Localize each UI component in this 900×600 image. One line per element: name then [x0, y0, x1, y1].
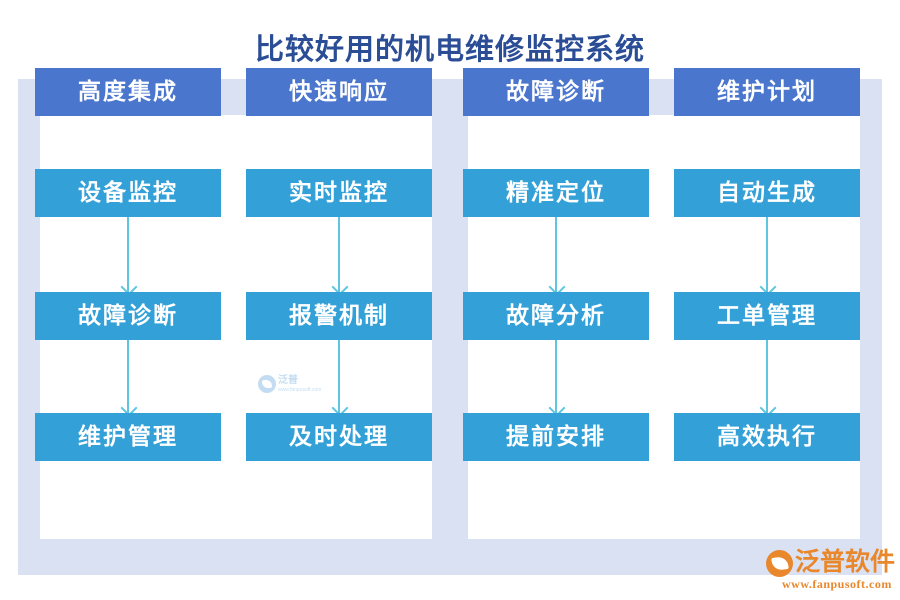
column-1-arrow-2: [120, 340, 138, 417]
column-4-step-1[interactable]: 自动生成: [674, 169, 860, 217]
column-4-arrow-1: [759, 217, 777, 296]
column-4-step-2[interactable]: 工单管理: [674, 292, 860, 340]
column-3-arrow-1: [548, 217, 566, 296]
column-3-header-box[interactable]: 故障诊断: [463, 68, 649, 116]
column-2-step-2[interactable]: 报警机制: [246, 292, 432, 340]
column-1-arrow-1: [120, 217, 138, 296]
brand-logo-url: www.fanpusoft.com: [782, 577, 892, 591]
column-1-step-1[interactable]: 设备监控: [35, 169, 221, 217]
brand-logo-text: 泛普软件: [795, 549, 896, 576]
column-4-step-3[interactable]: 高效执行: [674, 413, 860, 461]
column-2-step-3[interactable]: 及时处理: [246, 413, 432, 461]
column-3-arrow-2: [548, 340, 566, 417]
column-1-step-2[interactable]: 故障诊断: [35, 292, 221, 340]
page-title: 比较好用的机电维修监控系统: [254, 34, 645, 66]
column-3-step-2[interactable]: 故障分析: [463, 292, 649, 340]
column-3-step-1[interactable]: 精准定位: [463, 169, 649, 217]
column-4-arrow-2: [759, 340, 777, 417]
column-2-step-1[interactable]: 实时监控: [246, 169, 432, 217]
column-2-arrow-2: [331, 340, 349, 417]
column-1-header-box[interactable]: 高度集成: [35, 68, 221, 116]
column-2-arrow-1: [331, 217, 349, 296]
column-3-step-3[interactable]: 提前安排: [463, 413, 649, 461]
column-1-step-3[interactable]: 维护管理: [35, 413, 221, 461]
fanpu-logo-icon: [766, 550, 793, 577]
brand-logo: 泛普软件 www.fanpusoft.com: [762, 548, 895, 592]
column-2-header-box[interactable]: 快速响应: [246, 68, 432, 116]
column-4-header-box[interactable]: 维护计划: [674, 68, 860, 116]
